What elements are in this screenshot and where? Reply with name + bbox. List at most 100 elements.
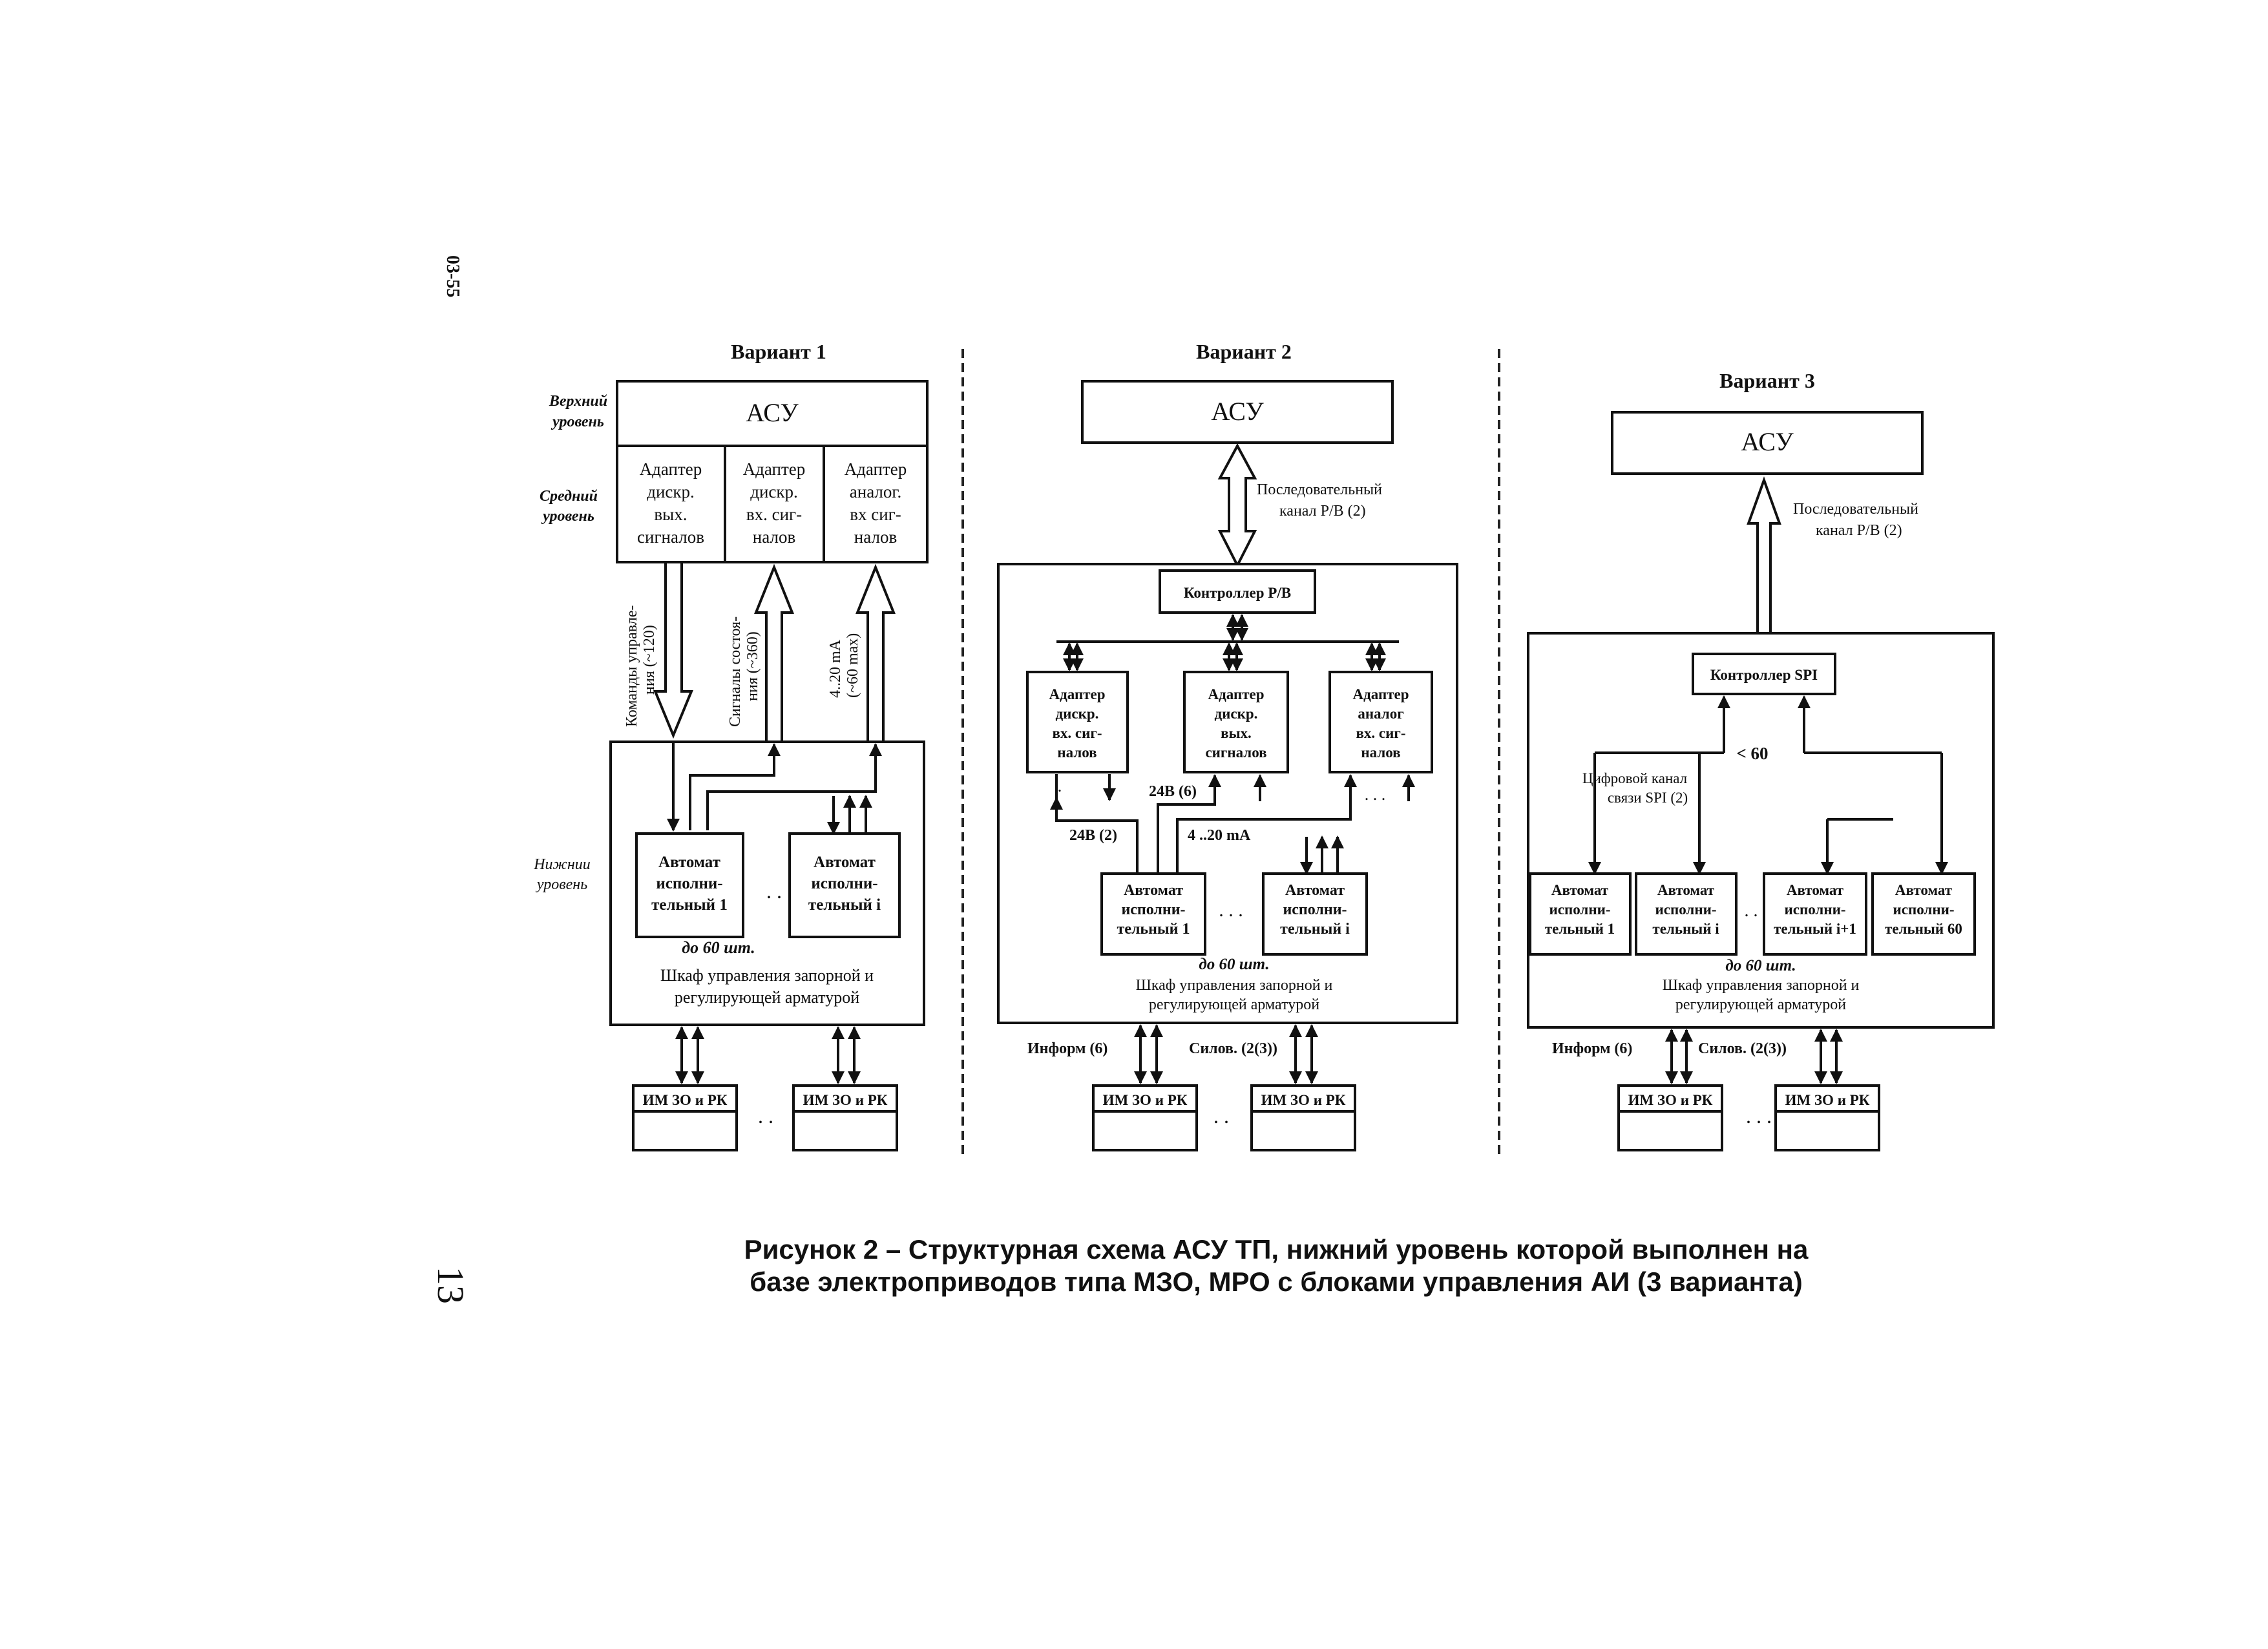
v2-adapter-in-l1: Адаптер bbox=[1049, 686, 1106, 702]
v3-digital-l1: Цифровой канал bbox=[1582, 770, 1687, 786]
side-code: 03-55 bbox=[443, 255, 463, 297]
v1-cabinet-l2: регулирующей арматурой bbox=[675, 988, 859, 1007]
v3-auto-i1-l3: тельный i+1 bbox=[1774, 921, 1856, 937]
v2-serial-l1: Последовательный bbox=[1257, 481, 1382, 498]
v1-wire-state bbox=[689, 743, 781, 830]
v1-asu-label: АСУ bbox=[746, 398, 799, 427]
variant-2-title: Вариант 2 bbox=[1196, 340, 1292, 363]
v2-adapter-in-l3: вх. сиг- bbox=[1053, 725, 1102, 741]
v2-adapter-out-l1: Адаптер bbox=[1208, 686, 1265, 702]
v1-adapter-out-l4: сигналов bbox=[637, 527, 704, 547]
v2-label-24v6: 24В (6) bbox=[1149, 783, 1197, 800]
v2-im-1-label: ИМ ЗО и РК bbox=[1103, 1092, 1188, 1108]
v3-im-1 bbox=[1617, 1084, 1723, 1151]
variant-1-title: Вариант 1 bbox=[731, 340, 826, 363]
v2-im-dots: . . bbox=[1213, 1104, 1229, 1128]
v2-auto-i-l2: исполни- bbox=[1283, 901, 1347, 918]
v3-im-2 bbox=[1774, 1084, 1880, 1151]
v2-auto-dots: . . . bbox=[1219, 899, 1243, 921]
v3-asu-label: АСУ bbox=[1741, 427, 1794, 456]
v1-arrow-state bbox=[754, 563, 794, 743]
v2-auto-i bbox=[1262, 872, 1368, 956]
v3-auto-60-l1: Автомат bbox=[1895, 882, 1953, 898]
v3-auto-1-l2: исполни- bbox=[1549, 901, 1611, 918]
v3-power-label: Силов. (2(3)) bbox=[1698, 1040, 1787, 1057]
v2-adapter-in-l2: дискр. bbox=[1056, 706, 1099, 722]
v2-adapter-out-l3: вых. bbox=[1221, 725, 1252, 741]
v1-cabinet-l1: Шкаф управления запорной и bbox=[660, 966, 874, 985]
v1-im-dots: . . bbox=[758, 1104, 773, 1128]
v2-adapter-analog bbox=[1328, 671, 1433, 773]
v2-asu-box bbox=[1081, 380, 1394, 444]
v2-adapter-out-l2: дискр. bbox=[1215, 706, 1258, 722]
v1-adapter-an-l2: аналог. bbox=[850, 482, 901, 501]
v3-up-to: до 60 шт. bbox=[1725, 957, 1796, 974]
v2-adapter-in-l4: налов bbox=[1057, 744, 1097, 761]
v2-auto-1-l1: Автомат bbox=[1124, 882, 1183, 899]
v1-arrow-an-l1: 4..20 mA bbox=[827, 639, 844, 698]
v2-cabinet bbox=[997, 563, 1458, 1024]
v2-cabinet-l2: регулирующей арматурой bbox=[1149, 996, 1319, 1013]
v1-adapter-in-l3: вх. сиг- bbox=[746, 505, 802, 524]
v3-im-dots: . . . bbox=[1746, 1104, 1772, 1128]
v2-adapter-out bbox=[1183, 671, 1289, 773]
v3-cabinet bbox=[1527, 632, 1995, 1029]
v3-auto-60-l3: тельный 60 bbox=[1885, 921, 1962, 937]
v1-adapter-an-l4: налов bbox=[854, 527, 897, 547]
v3-asu-box bbox=[1611, 411, 1924, 475]
v3-auto-i bbox=[1635, 872, 1738, 956]
v2-cabinet-l1: Шкаф управления запорной и bbox=[1136, 977, 1333, 994]
v1-adapter-an-l3: вх сиг- bbox=[850, 505, 901, 524]
level-upper-1: Верхний bbox=[549, 393, 607, 410]
v1-arrow-commands bbox=[653, 561, 693, 739]
v2-adapter-out-l4: сигналов bbox=[1205, 744, 1266, 761]
variant-2: Вариант 2 АСУ Последовательный канал Р/В… bbox=[997, 340, 1458, 1151]
v2-auto-1-l2: исполни- bbox=[1121, 901, 1185, 918]
v1-auto-i-l1: Автомат bbox=[814, 854, 876, 871]
v2-up-to: до 60 шт. bbox=[1199, 956, 1269, 973]
v3-auto-dots: . . bbox=[1745, 901, 1758, 921]
v1-auto-1-l1: Автомат bbox=[658, 854, 720, 871]
v3-auto-60-l2: исполни- bbox=[1893, 901, 1955, 918]
v1-wire-analog bbox=[706, 743, 882, 830]
v1-auto-i-l3: тельный i bbox=[808, 896, 881, 914]
v1-auto-i-l2: исполни- bbox=[811, 875, 877, 892]
variant-1: Вариант 1 АСУ Адаптер дискр. вых. сигнал… bbox=[609, 340, 929, 1151]
v2-im-1 bbox=[1092, 1084, 1198, 1151]
v1-arrow-state-l1: Сигналы состоя- bbox=[727, 616, 744, 727]
v1-auto-i bbox=[788, 832, 901, 938]
v2-wire-ma bbox=[1176, 774, 1357, 874]
v2-adapter-an-l4: налов bbox=[1361, 744, 1400, 761]
v1-adapter-analog: Адаптер аналог. вх сиг- налов bbox=[845, 459, 907, 547]
v2-auto-i-l1: Автомат bbox=[1285, 882, 1345, 899]
v2-adapter-in bbox=[1026, 671, 1129, 773]
v3-info-label: Информ (6) bbox=[1552, 1040, 1632, 1057]
v2-auto-1-l3: тельный 1 bbox=[1117, 921, 1190, 938]
v2-wire-24v6 bbox=[1157, 774, 1221, 874]
v2-controller bbox=[1159, 569, 1316, 614]
v3-auto-1-l3: тельный 1 bbox=[1545, 921, 1615, 937]
v1-asu-box bbox=[616, 380, 929, 447]
v3-auto-60 bbox=[1871, 872, 1976, 956]
level-lower-2: уровень bbox=[536, 876, 587, 893]
v3-auto-1 bbox=[1529, 872, 1632, 956]
v1-arrow-cmd-l1: Команды управле- bbox=[624, 605, 640, 727]
v1-adapter-in-l4: налов bbox=[753, 527, 795, 547]
v1-adapters-box bbox=[616, 445, 929, 563]
v2-asu-label: АСУ bbox=[1211, 397, 1264, 426]
v3-auto-i1 bbox=[1763, 872, 1867, 956]
v3-im-1-label: ИМ ЗО и РК bbox=[1628, 1092, 1713, 1108]
figure-caption-line-2: базе электроприводов типа МЗО, МРО с бло… bbox=[750, 1266, 1802, 1297]
v3-auto-i-l3: тельный i bbox=[1652, 921, 1719, 937]
v1-im-1-label: ИМ ЗО и РК bbox=[643, 1092, 728, 1108]
v1-adapter-out-l3: вых. bbox=[654, 505, 687, 524]
v1-arrow-cmd-l2: ния (~120) bbox=[641, 625, 658, 695]
v1-auto-1 bbox=[635, 832, 744, 938]
v3-serial-l1: Последовательный bbox=[1793, 501, 1918, 518]
v3-auto-1-l1: Автомат bbox=[1551, 882, 1609, 898]
v3-auto-i1-l2: исполни- bbox=[1785, 901, 1846, 918]
v1-auto-1-l3: тельный 1 bbox=[651, 896, 728, 914]
v3-controller-label: Контроллер SPI bbox=[1710, 667, 1818, 683]
v3-digital-l2: связи SPI (2) bbox=[1608, 790, 1688, 806]
